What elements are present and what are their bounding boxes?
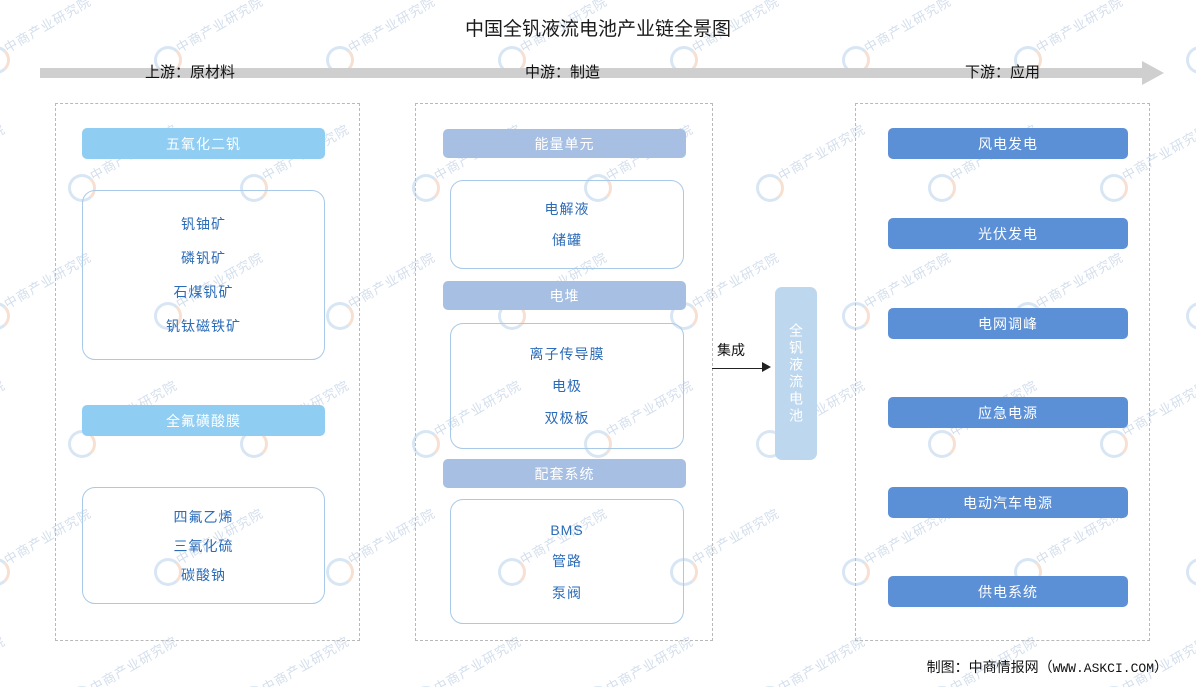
- midstream-item[interactable]: 离子传导膜: [529, 346, 605, 362]
- midstream-item[interactable]: 电极: [552, 378, 582, 394]
- upstream-group-header-1[interactable]: 五氧化二钒: [82, 128, 325, 159]
- segment-label-upstream: 上游：原材料: [145, 64, 236, 81]
- downstream-item-2[interactable]: 光伏发电: [888, 218, 1128, 249]
- upstream-item[interactable]: 钒铀矿: [181, 216, 226, 232]
- credit-suffix: ）: [1154, 659, 1168, 675]
- watermark-logo-icon: [0, 46, 10, 74]
- downstream-item-6[interactable]: 供电系统: [888, 576, 1128, 607]
- upstream-group-body-2: 四氟乙烯 三氧化硫 碳酸钠: [82, 487, 325, 604]
- watermark-text: 中商产业研究院: [0, 121, 8, 184]
- integration-label: 集成: [717, 342, 745, 358]
- midstream-group-header-3[interactable]: 配套系统: [443, 459, 686, 488]
- watermark-logo-icon: [1186, 46, 1196, 74]
- midstream-item[interactable]: 管路: [552, 553, 582, 570]
- downstream-column: [855, 103, 1150, 641]
- midstream-group-header-1[interactable]: 能量单元: [443, 129, 686, 158]
- midstream-group-body-1: 电解液 储罐: [450, 180, 684, 269]
- upstream-item[interactable]: 四氟乙烯: [173, 508, 234, 525]
- downstream-item-4[interactable]: 应急电源: [888, 397, 1128, 428]
- downstream-item-5[interactable]: 电动汽车电源: [888, 487, 1128, 518]
- midstream-item[interactable]: 泵阀: [552, 585, 582, 602]
- watermark-logo-icon: [1186, 558, 1196, 586]
- watermark-text: 中商产业研究院: [0, 633, 8, 687]
- chain-direction-bar: [40, 68, 1145, 78]
- upstream-column: [55, 103, 360, 641]
- credit-prefix: 制图：中商情报网（: [926, 659, 1053, 675]
- product-label: 全钒液流电池: [788, 322, 804, 425]
- midstream-group-body-2: 离子传导膜 电极 双极板: [450, 323, 684, 449]
- product-box[interactable]: 全钒液流电池: [775, 287, 817, 460]
- upstream-item[interactable]: 碳酸钠: [181, 566, 226, 583]
- upstream-item[interactable]: 三氧化硫: [173, 537, 234, 554]
- chain-direction-arrowhead: [1142, 61, 1164, 85]
- upstream-item[interactable]: 钒钛磁铁矿: [166, 318, 241, 334]
- downstream-item-1[interactable]: 风电发电: [888, 128, 1128, 159]
- watermark-logo-icon: [1186, 302, 1196, 330]
- segment-label-midstream: 中游：制造: [525, 64, 601, 81]
- upstream-item[interactable]: 石煤钒矿: [173, 284, 234, 300]
- integration-arrowhead-icon: [762, 362, 771, 372]
- watermark-logo-icon: [756, 174, 784, 202]
- upstream-group-body-1: 钒铀矿 磷钒矿 石煤钒矿 钒钛磁铁矿: [82, 190, 325, 360]
- midstream-item[interactable]: 双极板: [544, 410, 590, 426]
- midstream-group-header-2[interactable]: 电堆: [443, 281, 686, 310]
- watermark-logo-icon: [0, 558, 10, 586]
- downstream-item-3[interactable]: 电网调峰: [888, 308, 1128, 339]
- midstream-group-body-3: BMS 管路 泵阀: [450, 499, 684, 624]
- upstream-item[interactable]: 磷钒矿: [181, 250, 226, 266]
- midstream-item[interactable]: 电解液: [544, 200, 590, 217]
- watermark-logo-icon: [0, 302, 10, 330]
- credit-line: 制图：中商情报网（WWW.ASKCI.COM）: [927, 657, 1168, 677]
- midstream-item[interactable]: BMS: [550, 521, 584, 538]
- credit-url: WWW.ASKCI.COM: [1052, 661, 1154, 676]
- integration-arrow-line: [712, 368, 766, 369]
- page-title: 中国全钒液流电池产业链全景图: [464, 19, 731, 40]
- segment-label-downstream: 下游：应用: [965, 64, 1041, 81]
- midstream-column: [415, 103, 713, 641]
- midstream-item[interactable]: 储罐: [552, 232, 582, 249]
- upstream-group-header-2[interactable]: 全氟磺酸膜: [82, 405, 325, 436]
- watermark-text: 中商产业研究院: [0, 377, 8, 440]
